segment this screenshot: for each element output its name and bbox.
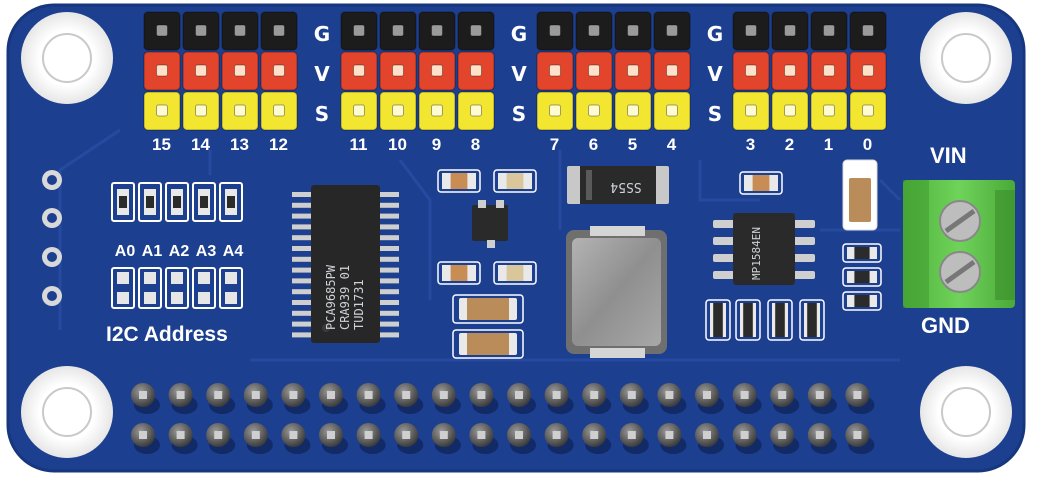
address-pad-label: A4 <box>223 243 244 260</box>
smd-part <box>437 169 481 193</box>
regulator-marking: MP1584EN <box>750 227 763 280</box>
channel-number-label: 8 <box>471 135 480 154</box>
channel-number-label: 12 <box>269 135 288 154</box>
channel-number-label: 14 <box>191 135 210 154</box>
sot-transistor <box>472 205 508 241</box>
chip-marking-line1: PCA9685PW <box>324 264 338 330</box>
channel-number-label: 15 <box>152 135 171 154</box>
screw-terminal <box>903 180 1015 308</box>
channel-number-label: 4 <box>667 135 677 154</box>
chip-marking-line2: CRA939 01 <box>338 265 352 330</box>
smd-part <box>842 267 882 287</box>
smd-part <box>735 299 761 341</box>
servo-headers <box>143 11 887 131</box>
address-pad-label: A3 <box>196 243 217 260</box>
mounting-holes <box>21 12 1012 458</box>
pca9685-chip: PCA9685PW CRA939 01 TUD1731 <box>292 185 399 343</box>
row-letter-label: G <box>314 22 330 46</box>
ss54-diode: SS54 <box>567 166 669 204</box>
vin-label: VIN <box>930 143 967 168</box>
smd-components <box>437 169 882 359</box>
smd-part <box>799 299 825 341</box>
channel-number-label: 13 <box>230 135 249 154</box>
row-letter-label: V <box>314 62 330 86</box>
smd-part <box>437 261 481 285</box>
row-letter-label: S <box>512 102 526 126</box>
row-letter-label: S <box>315 102 329 126</box>
smd-part <box>842 291 882 311</box>
gpio-header-pins <box>131 383 875 454</box>
channel-number-label: 11 <box>350 135 368 154</box>
address-jumpers <box>111 182 243 309</box>
smd-part <box>842 243 882 263</box>
smd-part <box>493 169 537 193</box>
row-letter-label: V <box>707 62 723 86</box>
address-resistor-footprint <box>165 182 189 222</box>
chip-pins <box>292 192 399 338</box>
address-labels: A0 A1 A2 A3 A4 <box>115 243 244 260</box>
smd-part <box>493 261 537 285</box>
chip-marking-line3: TUD1731 <box>352 279 366 330</box>
smd-part <box>705 299 731 341</box>
channel-number-label: 9 <box>432 135 441 154</box>
channel-number-label: 6 <box>589 135 598 154</box>
row-letter-label: V <box>511 62 527 86</box>
channel-number-label: 3 <box>746 135 755 154</box>
address-jumper-pad <box>219 267 243 309</box>
diode-marking: SS54 <box>610 179 641 194</box>
row-letter-label: G <box>511 22 527 46</box>
channel-number-label: 5 <box>628 135 637 154</box>
address-jumper-pad <box>165 267 189 309</box>
address-jumper-pad <box>111 267 135 309</box>
regulator-chip: MP1584EN <box>713 213 815 285</box>
address-resistor-footprint <box>219 182 243 222</box>
address-resistor-footprint <box>111 182 135 222</box>
address-pad-label: A2 <box>169 243 190 260</box>
address-jumper-pad <box>192 267 216 309</box>
ceramic-capacitor <box>452 329 524 359</box>
ceramic-capacitor <box>452 294 524 324</box>
i2c-address-label: I2C Address <box>106 323 228 346</box>
channel-number-label: 1 <box>824 135 833 154</box>
side-pads <box>42 170 62 306</box>
smd-part <box>767 299 793 341</box>
address-resistor-footprint <box>138 182 162 222</box>
address-resistor-footprint <box>192 182 216 222</box>
channel-number-label: 0 <box>863 135 872 154</box>
channel-number-label: 2 <box>785 135 794 154</box>
input-capacitor <box>842 159 878 231</box>
address-jumper-pad <box>138 267 162 309</box>
gnd-label: GND <box>921 313 970 338</box>
inductor <box>566 226 667 358</box>
channel-number-label: 7 <box>550 135 559 154</box>
smd-part <box>739 171 783 195</box>
address-pad-label: A1 <box>142 243 163 260</box>
channel-number-label: 10 <box>388 135 407 154</box>
row-letter-label: G <box>707 22 723 46</box>
address-pad-label: A0 <box>115 243 136 260</box>
row-letter-label: S <box>708 102 722 126</box>
